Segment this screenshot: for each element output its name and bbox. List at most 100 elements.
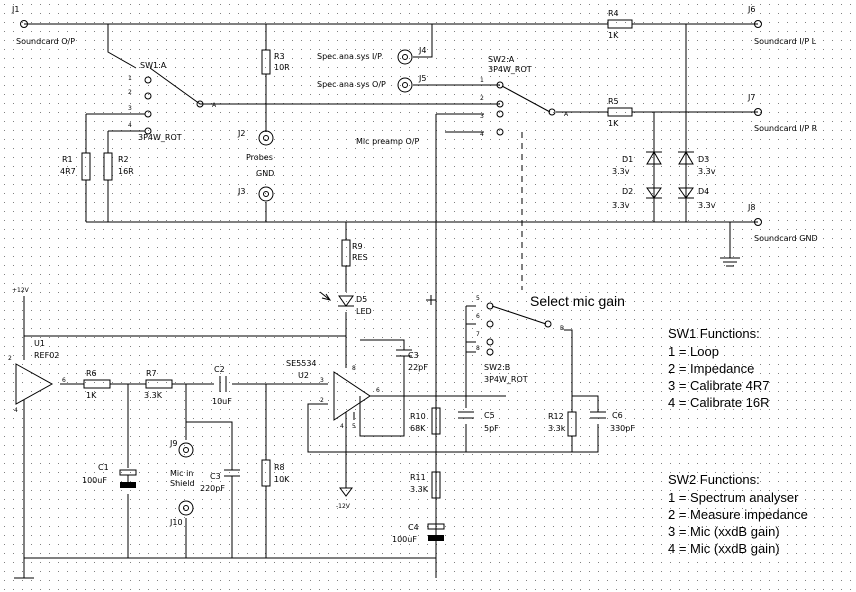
capacitor-value: 100uF — [82, 476, 107, 485]
resistor-r1[interactable]: R1 4R7 — [60, 152, 91, 181]
rail-label-minus12: -12V — [336, 503, 351, 510]
switch-common: A — [212, 102, 217, 109]
connector-j4[interactable]: J4 Spec ana sys I/P — [317, 46, 426, 65]
switch-sw2b[interactable]: 5 6 7 8 SW2:B 3P4W_ROT B — [476, 295, 564, 384]
notes-sw2: SW2 Functions: 1 = Spectrum analyser 2 =… — [668, 472, 808, 556]
notes-item: 2 = Measure impedance — [668, 507, 808, 522]
capacitor-ref: C5 — [484, 411, 495, 420]
ic-part: REF02 — [34, 351, 59, 360]
resistor-ref: R9 — [352, 242, 363, 251]
connector-ref: J7 — [747, 93, 755, 102]
resistor-r2[interactable]: R2 16R — [103, 152, 134, 181]
diode-d3[interactable]: D3 3.3v — [678, 151, 716, 176]
resistor-ref: R4 — [608, 9, 619, 18]
capacitor-c3-input[interactable]: C3 220pF — [200, 469, 240, 493]
connector-label: Probes — [246, 153, 273, 162]
label-select-gain: Select mic gain — [530, 293, 625, 309]
pin-number: 2 — [8, 355, 12, 362]
wires — [14, 23, 758, 579]
capacitor-c5[interactable]: C5 5pF — [458, 411, 499, 433]
notes-title: SW1 Functions: — [668, 326, 760, 341]
switch-pin: 4 — [480, 131, 484, 138]
diode-value: 3.3v — [612, 201, 630, 210]
connector-j1[interactable]: J1 Soundcard O/P — [11, 5, 75, 46]
pin-number: 6 — [62, 377, 66, 384]
ic-ref: U2 — [298, 371, 309, 380]
ic-u1-ref02[interactable]: U1 REF02 2 6 4 +12V — [8, 287, 66, 414]
connector-j5[interactable]: J5 Spec ana sys O/P — [317, 74, 426, 93]
notes-title: SW2 Functions: — [668, 472, 760, 487]
resistor-r4[interactable]: R4 1K — [607, 9, 633, 40]
resistor-ref: R6 — [86, 369, 97, 378]
resistor-r9[interactable]: R9 RES — [341, 239, 368, 267]
ground-symbol — [720, 257, 740, 267]
notes-item: 4 = Mic (xxdB gain) — [668, 541, 780, 556]
notes-sw1: SW1 Functions: 1 = Loop 2 = Impedance 3 … — [668, 326, 770, 410]
diode-d5-led[interactable]: D5 LED — [319, 291, 372, 316]
connector-j10[interactable]: J10 — [169, 500, 194, 527]
notes-item: 3 = Calibrate 4R7 — [668, 378, 770, 393]
capacitor-ref: C3 — [408, 351, 419, 360]
switch-part: 3P4W_ROT — [488, 65, 532, 74]
capacitor-value: 330pF — [610, 424, 635, 433]
capacitor-ref: C4 — [408, 523, 419, 532]
resistor-r10[interactable]: R10 68K — [410, 407, 441, 435]
connector-j9[interactable]: J9 Mic in Shield — [169, 439, 195, 488]
switch-ref: SW2:B — [484, 363, 510, 372]
resistor-value: 68K — [410, 424, 426, 433]
connector-j8[interactable]: J8 Soundcard GND — [747, 203, 818, 243]
resistor-r3[interactable]: R3 10R — [261, 49, 290, 75]
resistor-r6[interactable]: R6 1K — [83, 369, 111, 400]
capacitor-c1[interactable]: C1 100uF — [82, 463, 137, 488]
resistor-value: 10R — [274, 63, 290, 72]
connector-ref: J9 — [169, 439, 177, 448]
capacitor-c6[interactable]: C6 330pF — [590, 411, 635, 433]
connector-label: Soundcard I/P L — [754, 37, 817, 46]
connector-j2[interactable]: J2 Probes — [237, 129, 274, 162]
switch-sw2a[interactable]: 1 2 3 4 SW2:A 3P4W_ROT A — [480, 55, 569, 138]
ic-u2-opamp[interactable]: SE5534 U2 3 2 6 8 4 5 -12V — [286, 359, 380, 510]
resistor-ref: R8 — [274, 463, 285, 472]
pin-number: 4 — [340, 423, 344, 430]
capacitor-c3-feedback[interactable]: C3 22pF — [396, 349, 428, 372]
resistor-ref: R11 — [410, 473, 426, 482]
resistor-value: RES — [352, 253, 368, 262]
crosshair-marker — [426, 295, 436, 305]
resistor-r12[interactable]: R12 3.3k — [548, 411, 577, 437]
connector-label: Soundcard I/P R — [754, 124, 818, 133]
rail-label-plus12: +12V — [12, 287, 30, 294]
resistor-ref: R10 — [410, 412, 426, 421]
capacitor-value: 100uF — [392, 535, 417, 544]
connector-label: Shield — [170, 479, 195, 488]
connector-j6[interactable]: J6 Soundcard I/P L — [747, 5, 817, 46]
switch-ref: SW2:A — [488, 55, 515, 64]
switch-sw1[interactable]: 1 2 3 4 SW1:A A 3P4W_ROT — [128, 61, 217, 142]
resistor-r5[interactable]: R5 1K — [607, 97, 633, 128]
notes-item: 4 = Calibrate 16R — [668, 395, 770, 410]
connector-j3[interactable]: J3 GND — [237, 169, 274, 202]
resistor-value: 1K — [86, 391, 97, 400]
diode-d2[interactable]: D2 3.3v — [612, 187, 662, 210]
switch-part: 3P4W_ROT — [484, 375, 528, 384]
resistor-r7[interactable]: R7 3.3K — [144, 369, 173, 400]
resistor-value: 3.3K — [410, 485, 429, 494]
notes-item: 1 = Loop — [668, 344, 719, 359]
connector-ref: J4 — [418, 46, 426, 55]
diode-d4[interactable]: D4 3.3v — [678, 187, 716, 210]
resistor-r11[interactable]: R11 3.3K — [410, 471, 441, 499]
connector-ref: J3 — [237, 187, 245, 196]
switch-pin: 1 — [128, 75, 132, 82]
resistor-r8[interactable]: R8 10K — [261, 459, 290, 487]
capacitor-value: 22pF — [408, 363, 428, 372]
connector-label: Spec ana sys O/P — [317, 80, 386, 89]
switch-pin: 8 — [476, 345, 480, 352]
connector-ref: J10 — [169, 518, 183, 527]
connector-j7[interactable]: J7 Soundcard I/P R — [747, 93, 818, 133]
capacitor-c4[interactable]: C4 100uF — [392, 523, 445, 544]
capacitor-c2[interactable]: C2 10uF — [212, 365, 232, 406]
switch-ref: SW1:A — [140, 61, 167, 70]
resistor-value: 3.3K — [144, 391, 163, 400]
notes-item: 1 = Spectrum analyser — [668, 490, 799, 505]
diode-d1[interactable]: D1 3.3v — [612, 151, 662, 176]
